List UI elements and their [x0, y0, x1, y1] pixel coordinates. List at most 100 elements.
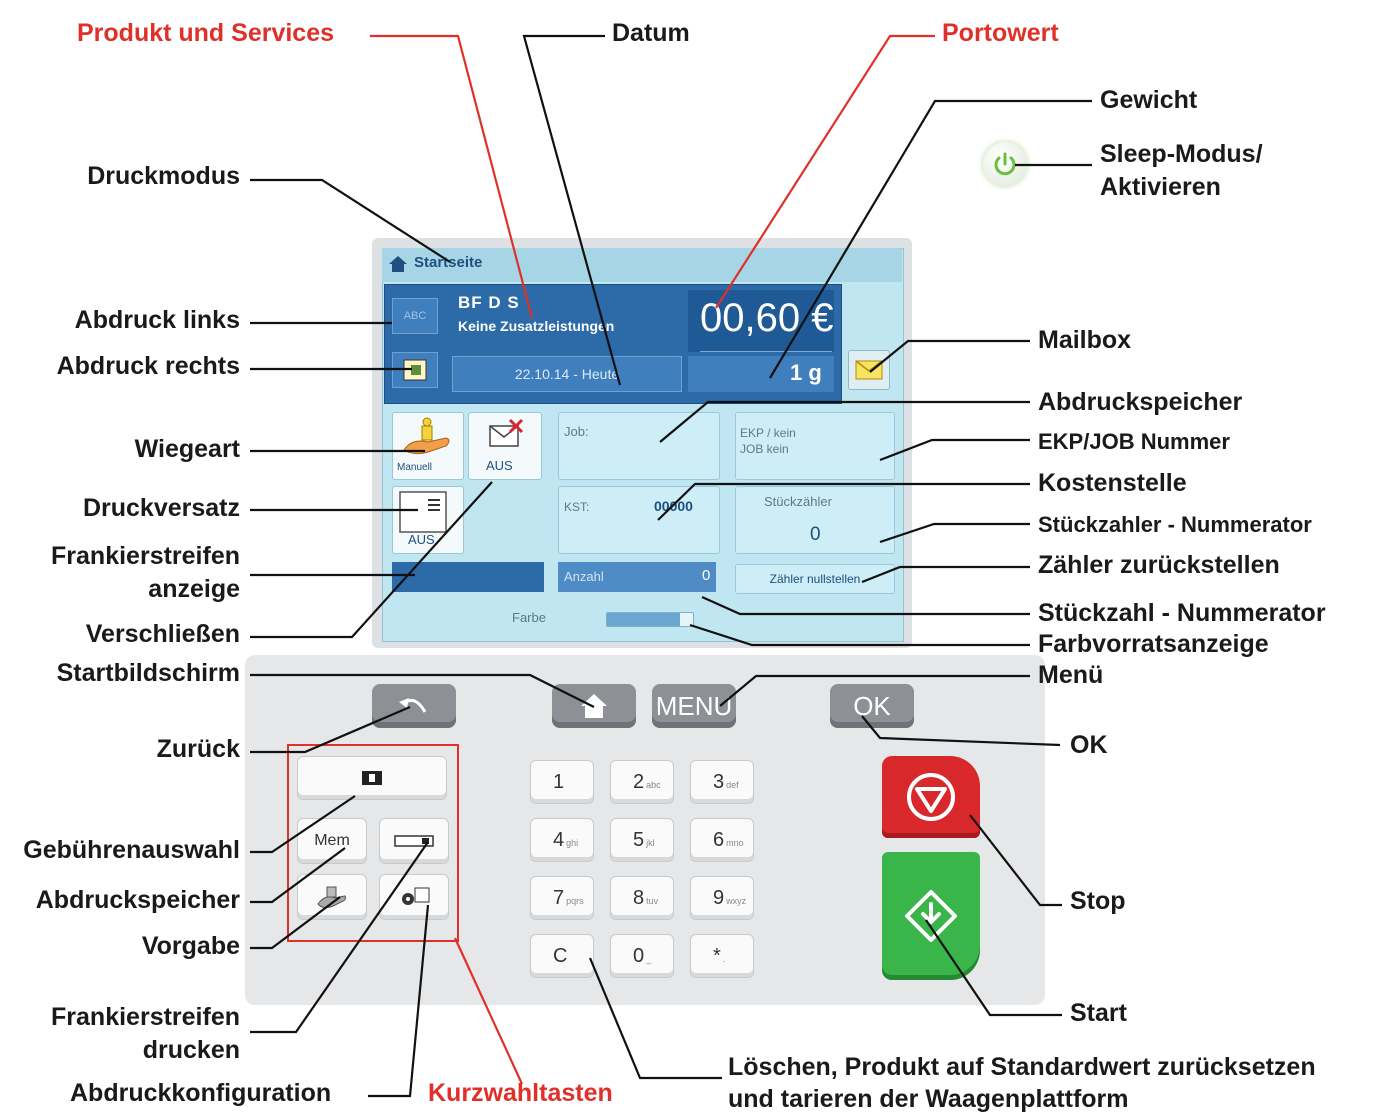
start-line — [925, 919, 1062, 1017]
postage-value: 00,60 € — [700, 296, 834, 340]
weight-value: 1 g — [790, 360, 822, 385]
key-digit: 7 — [553, 886, 565, 909]
ekp-label: EKP / kein — [740, 426, 796, 440]
label-abdruckkonfig: Abdruckkonfiguration — [70, 1079, 332, 1107]
piece-counter-label: Stückzähler — [764, 494, 832, 509]
scale-hand-icon — [402, 416, 454, 461]
postage-divider — [700, 351, 832, 352]
key-digit: 9 — [713, 886, 725, 909]
verschliessen-line — [250, 481, 493, 639]
label-portowert: Portowert — [942, 19, 1059, 47]
date-field[interactable]: 22.10.14 - Heute — [452, 356, 682, 392]
label-frankier-anzeige-2: anzeige — [148, 575, 240, 603]
piece-counter-value: 0 — [810, 524, 821, 545]
mailbox-button[interactable] — [848, 350, 890, 390]
back-arrow-icon — [399, 698, 427, 713]
job-number-label: JOB kein — [740, 442, 789, 456]
date-value: 22.10.14 - Heute — [514, 366, 620, 382]
label-kostenstelle: Kostenstelle — [1038, 469, 1187, 497]
label-startbildschirm: Startbildschirm — [56, 659, 240, 687]
key-letters: ghi — [566, 838, 579, 848]
label-frankier-drucken-1: Frankierstreifen — [51, 1003, 240, 1031]
ink-gauge-fill — [607, 613, 681, 626]
strip-icon — [394, 835, 434, 847]
kurzwahl-line — [454, 937, 523, 1085]
key-digit: 3 — [713, 770, 725, 793]
reset-counter-button[interactable]: Zähler nullstellen — [735, 564, 895, 594]
home-icon — [388, 254, 408, 274]
label-sleep-2: Aktivieren — [1100, 173, 1221, 201]
startbildschirm-line — [250, 673, 595, 708]
zaehler-line — [861, 565, 1030, 584]
label-vorgabe: Vorgabe — [141, 932, 240, 960]
keypad-key-star[interactable]: *. — [690, 934, 754, 978]
postage-field — [688, 290, 834, 352]
home-button[interactable] — [552, 684, 636, 728]
shortcut-keys-frame — [287, 744, 459, 942]
ok-button[interactable]: OK — [830, 684, 914, 728]
keypad-key-0[interactable]: 0_ — [610, 934, 674, 978]
farbvorrat-line — [689, 623, 1030, 647]
gebuehren-line — [250, 795, 356, 854]
label-loeschen-2: und tarieren der Waagenplattform — [728, 1085, 1129, 1113]
stueckzahl-line — [701, 595, 1030, 616]
mem-label: Mem — [314, 832, 350, 849]
label-druckversatz: Druckversatz — [82, 494, 240, 522]
label-verschliessen: Verschließen — [85, 620, 240, 648]
ekp-job-button[interactable] — [735, 412, 895, 480]
weighing-mode-label: Manuell — [397, 462, 433, 473]
offset-state: AUS — [408, 532, 435, 547]
key-letters: abc — [646, 780, 661, 790]
print-left-button[interactable]: ABC — [392, 298, 438, 334]
key-letters: jkl — [646, 838, 655, 848]
start-icon — [905, 890, 957, 942]
ok-button-label: OK — [853, 690, 891, 721]
job-memory-button[interactable] — [558, 412, 720, 480]
zurueck-line — [250, 705, 411, 754]
key-letters: mno — [726, 838, 744, 848]
keypad-key-c[interactable]: C — [530, 934, 594, 978]
keypad-key-1[interactable]: 1 — [530, 760, 594, 804]
default-button[interactable] — [297, 874, 367, 920]
label-ok: OK — [1070, 731, 1108, 759]
label-stueckzahler: Stückzahler - Nummerator — [1038, 512, 1312, 537]
print-strip-button[interactable] — [379, 818, 449, 864]
config-icon — [402, 887, 430, 905]
label-abdruck-links: Abdruck links — [74, 306, 240, 334]
loeschen-line — [588, 957, 722, 1080]
back-button[interactable] — [372, 684, 456, 728]
product-services: Keine Zusatzleistungen — [458, 318, 615, 334]
power-icon — [994, 152, 1016, 176]
key-digit: 5 — [633, 828, 645, 851]
start-button[interactable] — [882, 852, 980, 980]
druckmodus-line — [250, 178, 451, 263]
mailbox-line — [869, 339, 1030, 373]
label-abdruck-rechts: Abdruck rechts — [56, 352, 240, 380]
datum-line — [522, 34, 622, 386]
stop-button[interactable] — [882, 756, 980, 838]
cost-center-button[interactable] — [558, 486, 720, 554]
produkt-line — [370, 34, 534, 319]
offset-doc-icon — [398, 490, 450, 539]
fee-selection-button[interactable] — [297, 756, 447, 800]
label-gebuehrenauswahl: Gebührenauswahl — [23, 836, 240, 864]
label-kurzwahl: Kurzwahltasten — [428, 1079, 613, 1107]
label-zaehler-zurueck: Zähler zurückstellen — [1038, 551, 1280, 579]
frankier-drucken-line — [250, 841, 429, 1034]
label-sleep-1: Sleep-Modus/ — [1100, 140, 1263, 168]
menu-button[interactable]: MENU — [652, 684, 736, 728]
key-letters: pqrs — [566, 896, 584, 906]
stop-line — [969, 814, 1062, 907]
key-digit: 8 — [633, 886, 645, 909]
label-zurueck: Zurück — [156, 735, 240, 763]
label-farbvorrat: Farbvorratsanzeige — [1038, 630, 1269, 658]
